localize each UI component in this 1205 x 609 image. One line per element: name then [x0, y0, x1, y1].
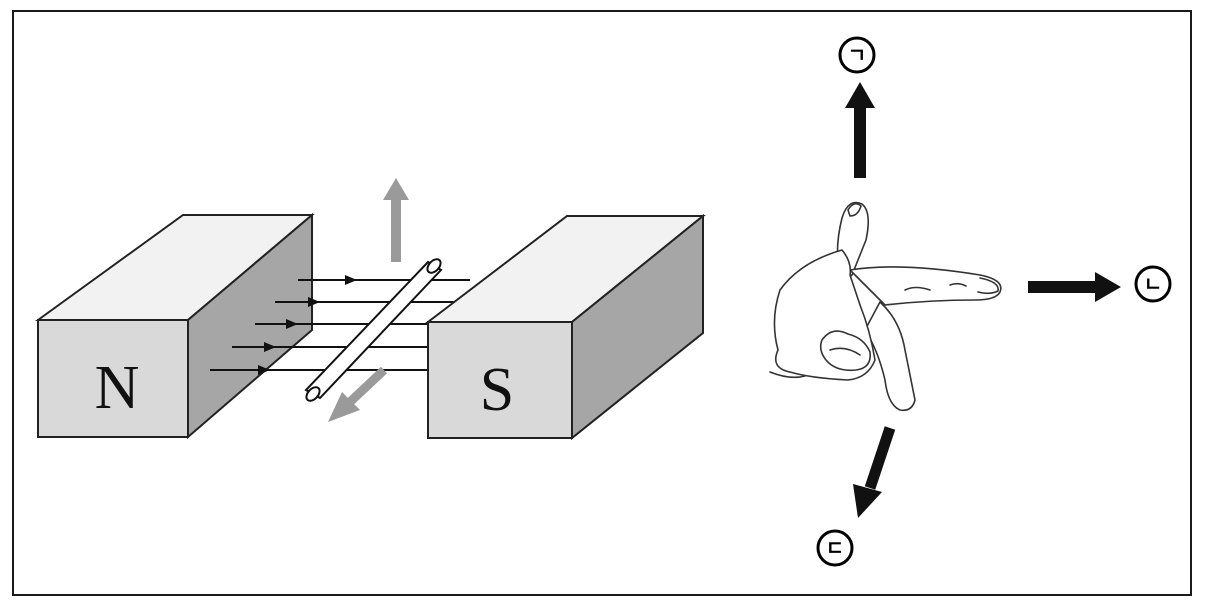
curled-fingers [819, 330, 872, 372]
current-arrow [328, 366, 388, 422]
arrow-down-head [853, 484, 882, 518]
marker-down-label: ㄷ [826, 536, 844, 560]
north-pole-label: N [95, 354, 140, 422]
current-arrow-head [328, 392, 360, 422]
palm-crease [829, 347, 861, 356]
magnetic-field-lines [210, 275, 470, 375]
marker-up: ㄱ [838, 36, 876, 74]
current-arrow-shaft [346, 366, 388, 406]
knuckle-line [949, 282, 967, 287]
arrow-down [853, 426, 896, 518]
index-nail [977, 277, 999, 295]
north-magnet-front [37, 319, 189, 438]
conductor-rod-bottom-end [305, 386, 321, 402]
marker-right-circle [1134, 265, 1172, 303]
force-arrow-up [383, 178, 409, 262]
marker-up-circle [838, 36, 876, 74]
middle-finger [864, 301, 916, 412]
north-magnet: N [34, 212, 315, 440]
knuckle-line [904, 286, 931, 291]
left-hand-icon [769, 201, 1002, 412]
marker-right-label: ㄴ [1144, 272, 1162, 296]
marker-down-circle [816, 529, 854, 567]
index-finger [849, 266, 1002, 306]
arrow-down-shaft [864, 426, 896, 490]
marker-right: ㄴ [1134, 265, 1172, 303]
conductor-rod-top-end [426, 258, 442, 274]
arrow-up [845, 82, 875, 178]
thumb-nail [847, 202, 862, 217]
arrow-right [1028, 272, 1121, 302]
marker-up-label: ㄱ [848, 43, 866, 67]
wrist-line [769, 371, 806, 379]
south-magnet-front [427, 321, 573, 439]
south-pole-label: S [480, 356, 514, 424]
south-magnet: S [425, 213, 706, 441]
conductor-rod [304, 258, 443, 402]
marker-down: ㄷ [816, 529, 854, 567]
